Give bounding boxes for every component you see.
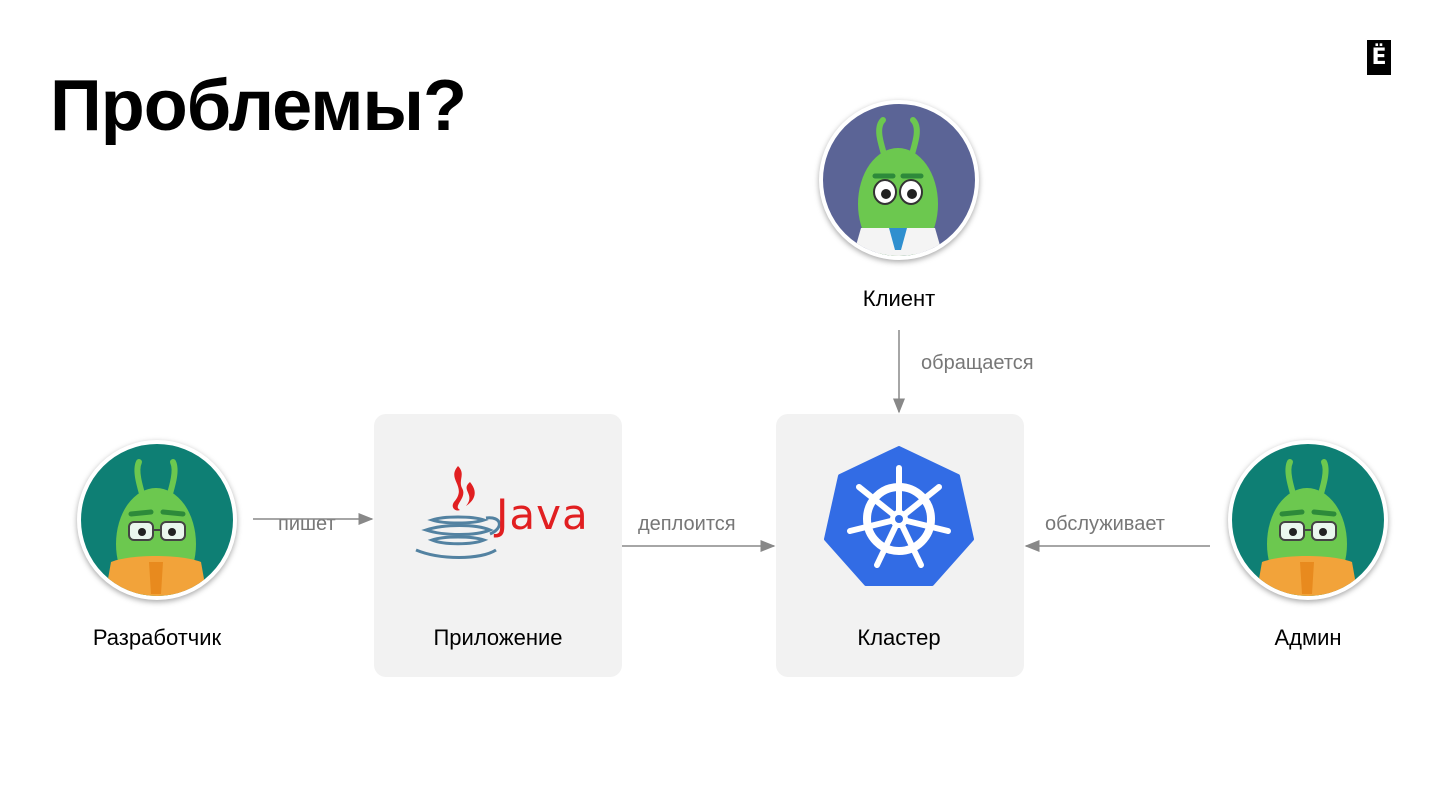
- application-label: Приложение: [433, 625, 563, 650]
- client-avatar: [819, 100, 979, 260]
- cluster-label: Кластер: [857, 625, 941, 650]
- admin-label: Админ: [1274, 625, 1342, 650]
- client-label: Клиент: [862, 286, 936, 311]
- edge-label-maintains: обслуживает: [1045, 513, 1165, 535]
- edge-label-deploys: деплоится: [638, 513, 736, 535]
- application-box: [374, 414, 622, 677]
- developer-avatar: [77, 440, 237, 600]
- java-wordmark: Java: [496, 490, 589, 539]
- java-logo-icon: [410, 460, 590, 570]
- slide-title: Проблемы?: [50, 66, 467, 146]
- admin-avatar: [1228, 440, 1388, 600]
- logo-yo-icon: Ё: [1367, 40, 1391, 75]
- edge-label-accesses: обращается: [921, 352, 1034, 374]
- kubernetes-logo-icon: [824, 446, 974, 586]
- edge-label-writes: пишет: [278, 513, 336, 535]
- developer-label: Разработчик: [92, 625, 222, 650]
